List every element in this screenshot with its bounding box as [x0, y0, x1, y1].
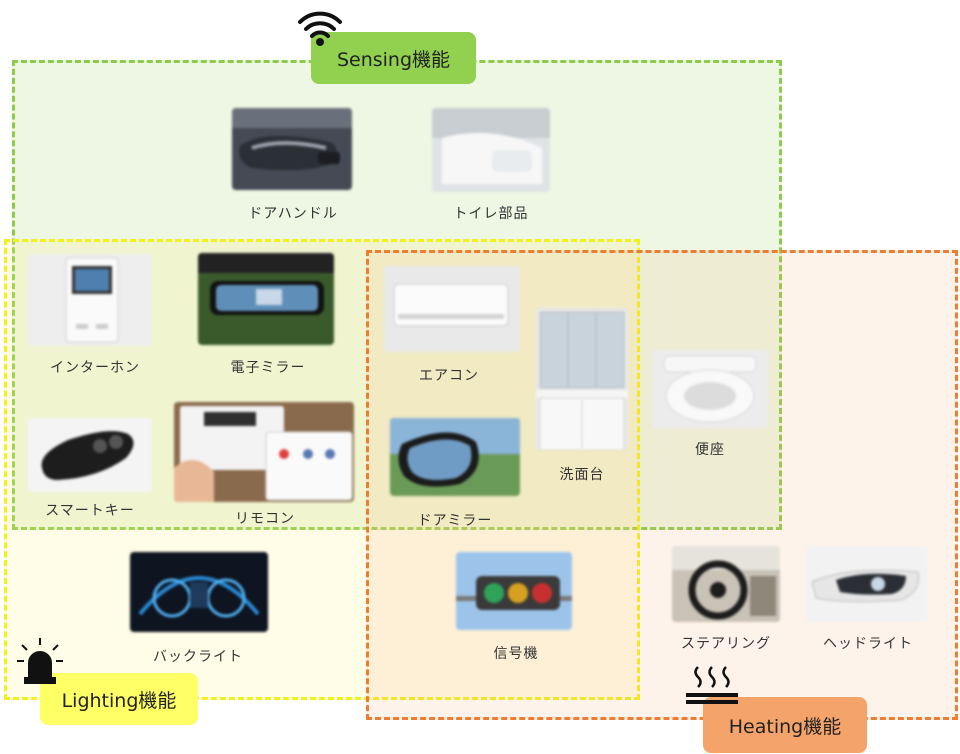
headlight-image	[806, 546, 928, 622]
backlight-label: バックライト	[153, 649, 243, 665]
door-handle-image	[232, 108, 352, 190]
signal-label: 信号機	[493, 646, 539, 662]
lighting-tag: Lighting機能	[40, 673, 198, 725]
door-mirror-label: ドアミラー	[417, 513, 493, 529]
vanity-label: 洗面台	[559, 467, 605, 483]
backlight-image	[130, 552, 268, 632]
vanity-image	[536, 308, 628, 450]
remote-image	[174, 402, 354, 502]
toilet-seat-image	[652, 350, 768, 428]
e-mirror-image	[198, 253, 334, 345]
remote-label: リモコン	[235, 511, 295, 527]
door-mirror-image	[390, 418, 520, 496]
sensing-tag: Sensing機能	[311, 32, 476, 84]
heat-plate-icon	[684, 663, 740, 709]
air-con-label: エアコン	[419, 368, 479, 384]
door-handle-label: ドアハンドル	[248, 206, 338, 222]
toilet-part-image	[432, 108, 550, 192]
e-mirror-label: 電子ミラー	[230, 360, 306, 376]
air-con-image	[384, 266, 520, 352]
wifi-signal-icon	[296, 8, 344, 48]
smart-key-label: スマートキー	[45, 503, 135, 519]
siren-light-icon	[16, 637, 64, 687]
intercom-label: インターホン	[50, 360, 140, 376]
headlight-label: ヘッドライト	[823, 636, 913, 652]
steering-image	[672, 546, 780, 622]
steering-label: ステアリング	[681, 636, 771, 652]
signal-image	[456, 552, 572, 630]
heating-tag: Heating機能	[703, 697, 867, 753]
intercom-image	[28, 254, 152, 346]
toilet-part-label: トイレ部品	[453, 206, 529, 222]
toilet-seat-label: 便座	[695, 442, 725, 458]
smart-key-image	[28, 418, 152, 492]
